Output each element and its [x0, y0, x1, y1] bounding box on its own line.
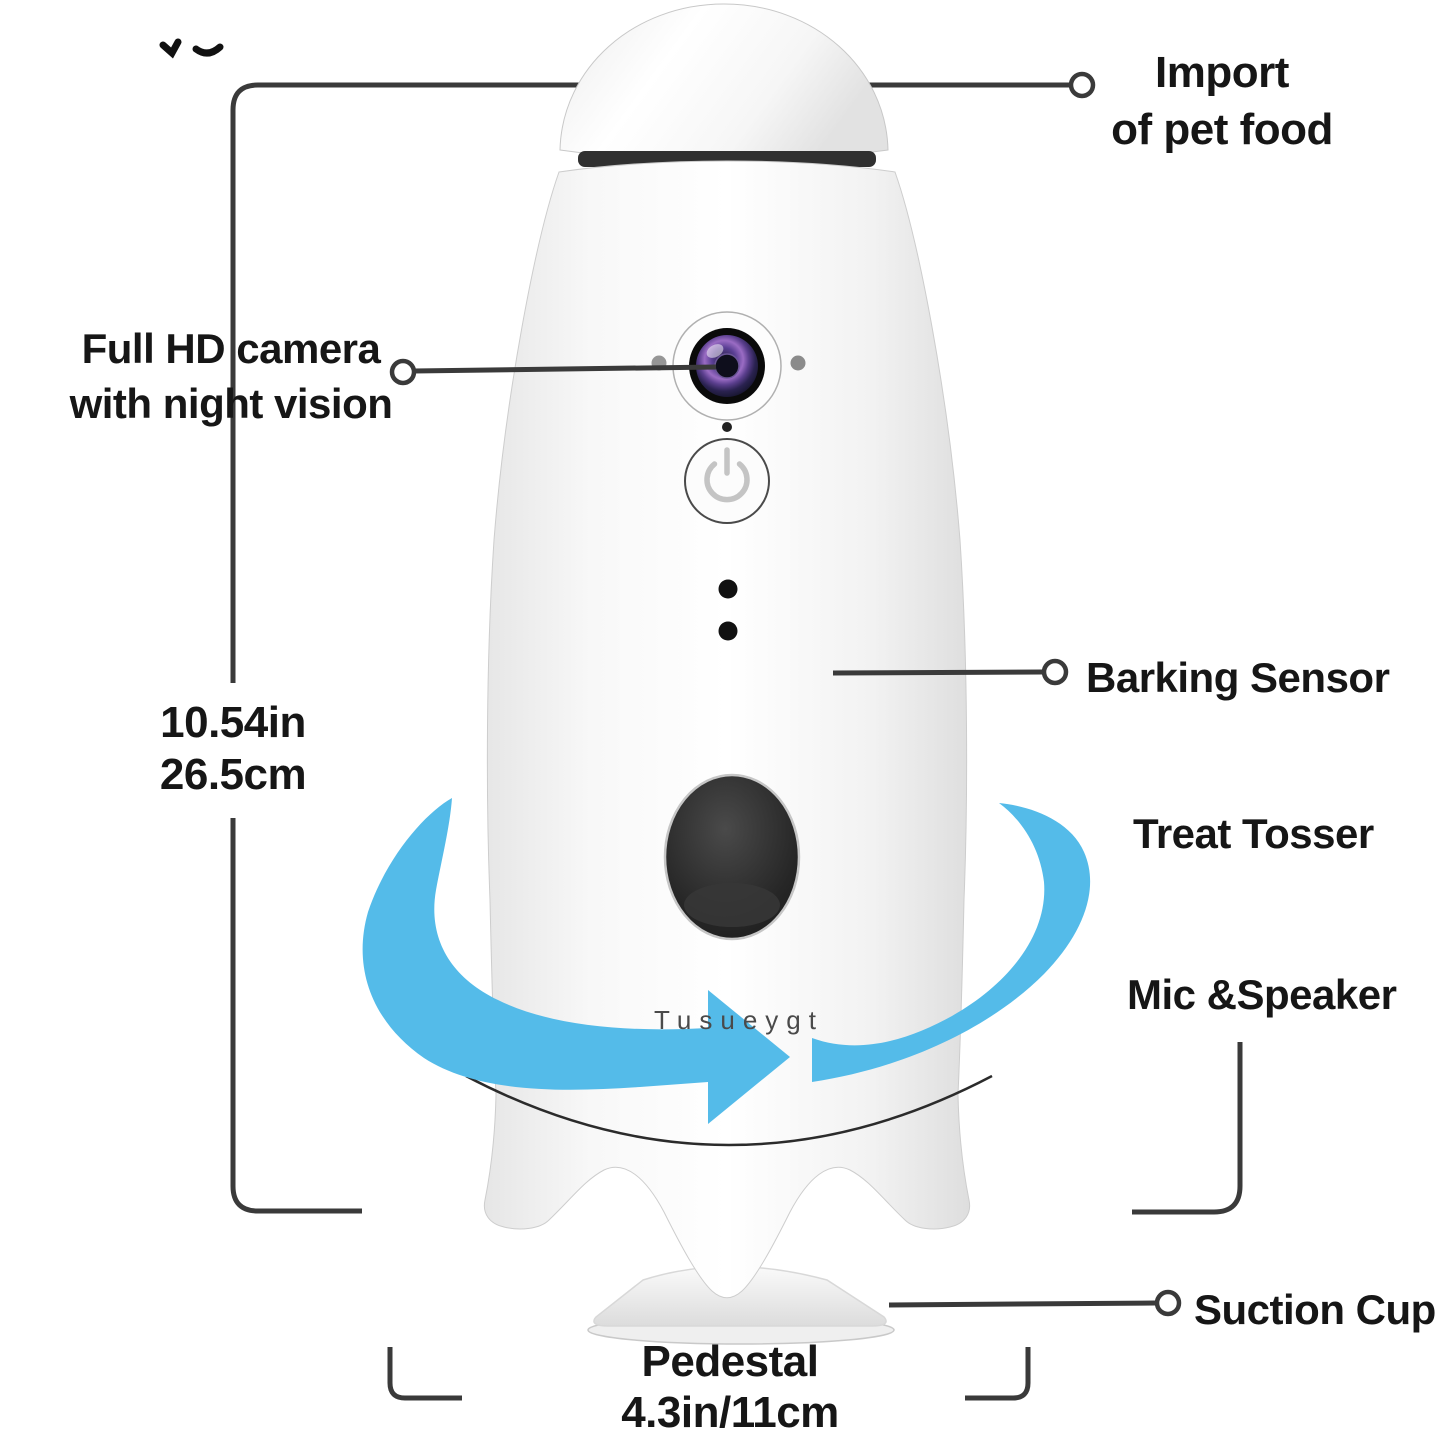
mic-hole — [722, 422, 732, 432]
dimension-lines — [230, 82, 1243, 1401]
suction-callout-dot — [1154, 1289, 1182, 1317]
label-treat-tosser: Treat Tosser — [1133, 810, 1374, 857]
base-seam — [465, 1074, 993, 1147]
label-suction-cup: Suction Cup — [1194, 1286, 1436, 1333]
pedestal-dimension-right — [965, 1347, 1031, 1401]
camera-callout-line — [413, 364, 717, 374]
label-height: 10.54in 26.5cm — [159, 697, 307, 801]
brand-text: Tusueygt — [654, 1005, 824, 1035]
label-pedestal-size: 4.3in/11cm — [621, 1388, 839, 1431]
label-camera-line2: with night vision — [69, 380, 393, 427]
label-import: Import of pet food — [1111, 44, 1333, 158]
label-height-inches: 10.54in — [160, 698, 306, 747]
barking-callout-line — [832, 669, 1044, 676]
label-height-cm: 26.5cm — [159, 750, 307, 799]
cropped-logo-fragment — [159, 38, 224, 59]
camera-callout-dot — [389, 358, 417, 386]
label-barking-sensor: Barking Sensor — [1086, 654, 1390, 701]
suction-callout-line — [888, 1300, 1156, 1308]
front-callout-lines — [413, 364, 1044, 676]
rotation-arrow-right-band — [812, 803, 1091, 1082]
label-camera: Full HD camera with night vision — [70, 321, 393, 431]
camera-lens — [651, 311, 806, 421]
rotation-arrow-left-band — [362, 798, 708, 1090]
right-dimension-line — [1132, 1042, 1243, 1215]
import-callout-dot — [1068, 71, 1096, 99]
height-dimension-line — [230, 818, 362, 1214]
label-pedestal-name: Pedestal — [641, 1337, 819, 1386]
pet-camera-device — [465, 3, 993, 1345]
label-camera-line1: Full HD camera — [81, 325, 381, 372]
rotation-arrowhead — [708, 990, 790, 1124]
pedestal-dimension-left — [387, 1347, 462, 1401]
power-button — [684, 438, 770, 524]
treat-opening — [663, 773, 801, 941]
import-callout-line — [230, 82, 1069, 683]
power-icon — [704, 447, 750, 503]
barking-callout-dot — [1041, 658, 1069, 686]
ir-led-right — [790, 355, 806, 371]
label-pedestal: Pedestal 4.3in/11cm — [621, 1336, 839, 1431]
label-mic-speaker: Mic &Speaker — [1127, 971, 1397, 1018]
indicator-dots — [718, 579, 738, 641]
rotation-arrow — [362, 798, 1091, 1124]
label-import-line1: Import — [1155, 48, 1289, 97]
device-body — [483, 160, 971, 1299]
dome-lid — [559, 3, 889, 162]
label-import-line2: of pet food — [1111, 105, 1333, 154]
